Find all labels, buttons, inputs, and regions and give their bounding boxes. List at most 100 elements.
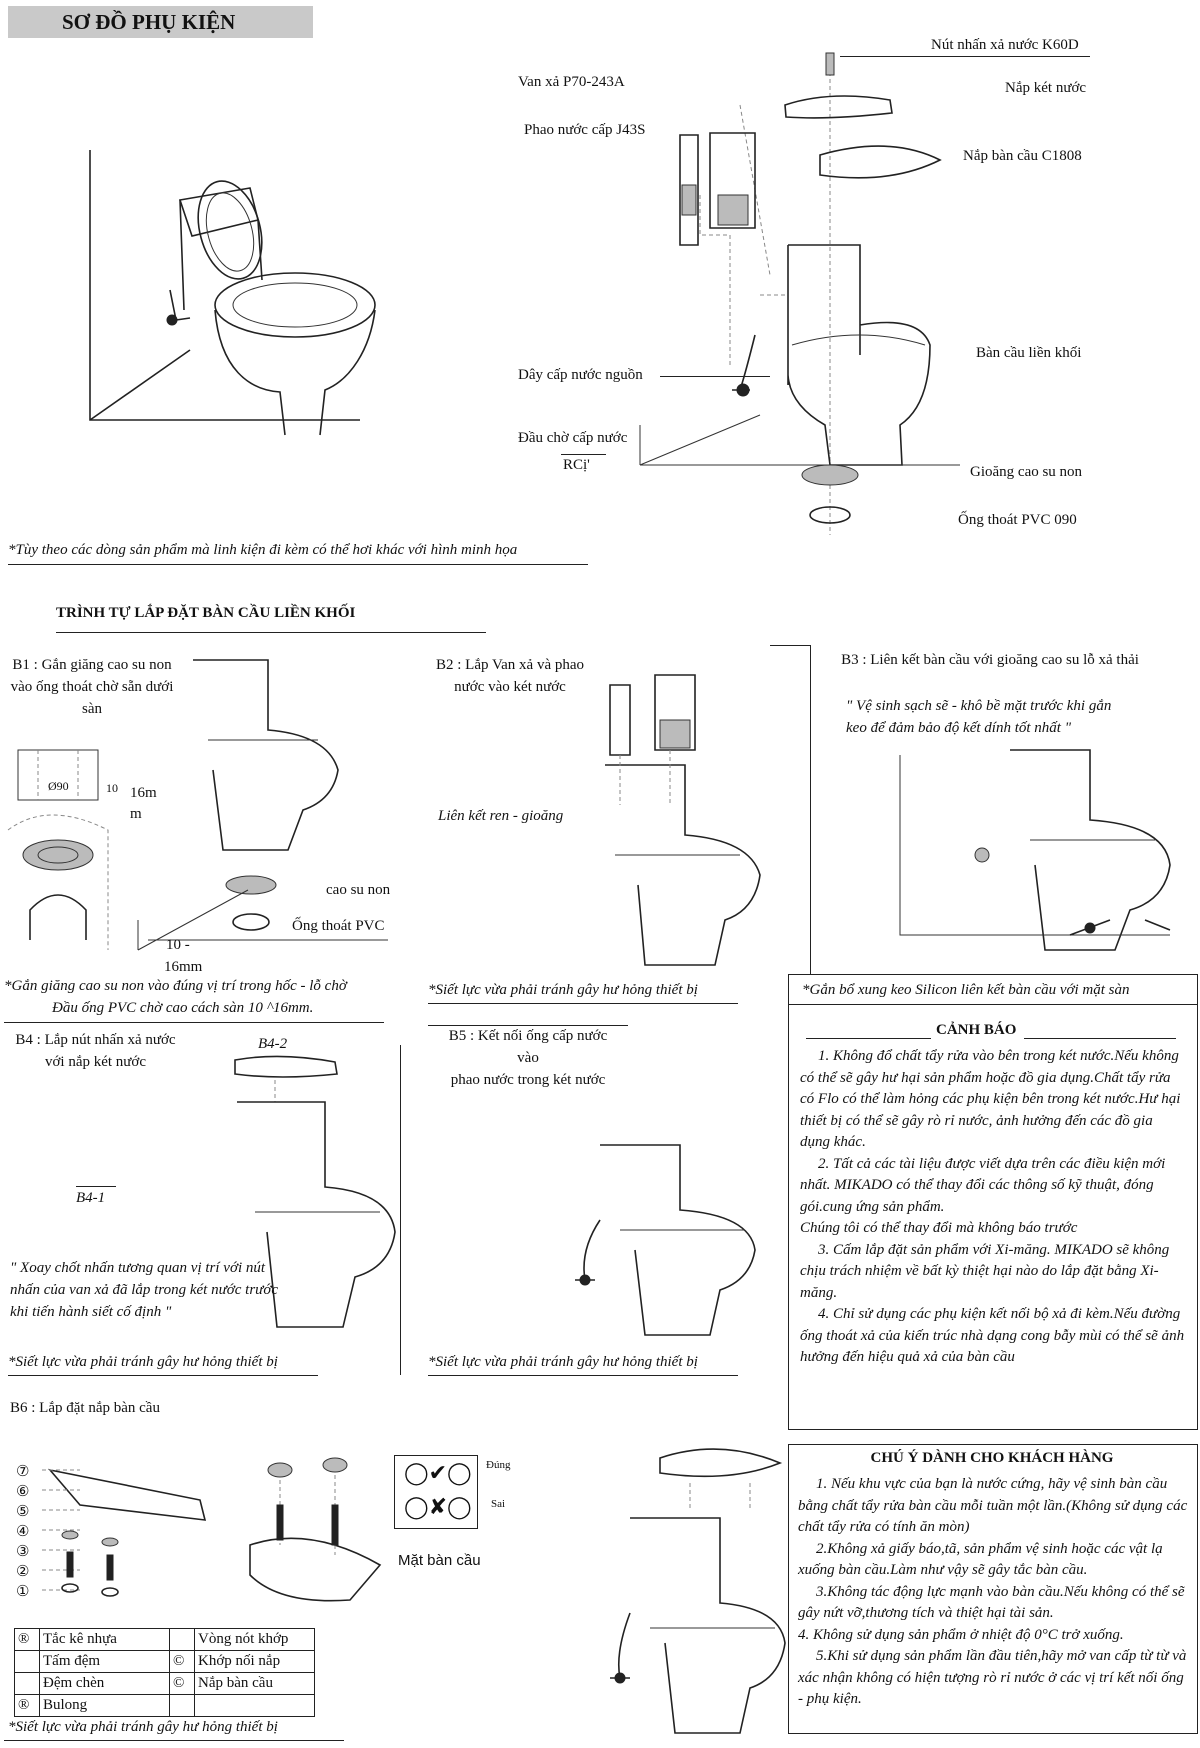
b6-markers: ⑦ ⑥ ⑤ ④ ③ ② ①	[16, 1462, 46, 1602]
b2-note: *Siết lực vừa phải tránh gây hư hỏng thi…	[428, 982, 698, 998]
table-cell: Vòng nót khớp	[194, 1628, 315, 1651]
divider	[400, 1045, 401, 1375]
b5-title-3: phao nước trong két nước	[450, 1072, 606, 1088]
b1-label-pipe: Ống thoát PVC	[292, 918, 385, 934]
b4-label-b4-2: B4-2	[258, 1036, 288, 1052]
b1-dim-10-16: 10 -	[166, 937, 190, 953]
correct-wrong-box	[394, 1455, 478, 1529]
marker-2: ②	[16, 1564, 30, 1580]
warning-item-3: Chúng tôi có thể thay đổi mà không báo t…	[800, 1220, 1078, 1236]
label-supply-hose: Dây cấp nước nguồn	[518, 367, 643, 383]
b6-label-wrong: Sai	[491, 1498, 506, 1510]
b1-dim-16mm-a: 16m	[130, 785, 157, 801]
divider	[56, 632, 486, 633]
customer-item-5: 5.Khi sử dụng sản phẩm lần đầu tiên,hãy …	[798, 1648, 1187, 1707]
warning-box	[788, 1004, 1198, 1430]
b4-note: *Siết lực vừa phải tránh gây hư hỏng thi…	[8, 1354, 278, 1370]
b3-note: *Gắn bổ xung keo Silicon liên kết bàn cầ…	[802, 982, 1130, 998]
b6-title: B6 : Lắp đặt nắp bàn cầu	[10, 1400, 160, 1416]
table-cell: Bulong	[39, 1694, 170, 1717]
warning-text: 1. Không đổ chất tẩy rửa vào bên trong k…	[800, 1046, 1185, 1369]
check-icon: ◯✔◯	[404, 1460, 472, 1485]
table-cell: Đệm chèn	[39, 1672, 170, 1695]
b1-dim-10: 10	[106, 781, 118, 795]
b6-label-surface: Mặt bàn cầu	[398, 1552, 481, 1569]
divider	[810, 645, 811, 975]
b5-illustration	[570, 1140, 760, 1340]
label-tank-lid: Nắp két nước	[1005, 80, 1087, 96]
marker-3: ③	[16, 1544, 30, 1560]
b2-title: B2 : Lắp Van xả và phao nước vào két nướ…	[435, 657, 585, 695]
customer-text: 1. Nếu khu vực của bạn là nước cứng, hãy…	[798, 1474, 1188, 1711]
b6-note: *Siết lực vừa phải tránh gây hư hỏng thi…	[8, 1719, 278, 1735]
b6-surface-illustration	[240, 1455, 390, 1605]
b3-note-box	[788, 974, 1198, 1005]
label-toilet-body: Bàn cầu liền khối	[976, 345, 1082, 361]
parts-footnote: *Tùy theo các dòng sản phẩm mà linh kiện…	[8, 542, 518, 558]
room-toilet-illustration	[80, 140, 380, 440]
divider	[1024, 1038, 1176, 1039]
table-cell	[14, 1650, 40, 1673]
customer-title: CHÚ Ý DÀNH CHO KHÁCH HÀNG	[870, 1450, 1114, 1466]
divider	[8, 1375, 318, 1376]
b1-note-1: *Gắn giăng cao su non vào đúng vị trí tr…	[4, 978, 347, 994]
exploded-parts-illustration	[640, 45, 970, 555]
label-pvc-pipe: Ống thoát PVC 090	[958, 512, 1077, 528]
table-cell: ®	[14, 1694, 40, 1717]
divider	[4, 1022, 384, 1023]
customer-item-1: 1. Nếu khu vực của bạn là nước cứng, hãy…	[798, 1476, 1188, 1535]
label-angle-valve: Đầu chờ cấp nước	[518, 430, 628, 446]
warning-title: CẢNH BÁO	[936, 1022, 1017, 1038]
label-rubber-gasket: Gioăng cao su non	[970, 464, 1083, 480]
table-cell: ©	[169, 1650, 195, 1673]
table-row: ® Bulong	[14, 1694, 315, 1717]
b6-toilet-illustration	[600, 1438, 790, 1738]
install-section-title: TRÌNH TỰ LẮP ĐẶT BÀN CẦU LIỀN KHỐI	[56, 605, 356, 621]
b4-label-b4-1: B4-1	[76, 1190, 106, 1206]
divider	[428, 1003, 738, 1004]
b4-quote: " Xoay chốt nhấn tương quan vị trí với n…	[10, 1260, 279, 1320]
customer-item-4: 4. Không sử dụng sản phẩm ở nhiệt độ 0°C…	[798, 1626, 1124, 1643]
leader-line	[840, 56, 1090, 57]
warning-item-5: 4. Chỉ sử dụng các phụ kiện kết nối bộ x…	[800, 1306, 1185, 1365]
customer-item-3: 3.Không tác động lực mạnh vào bàn cầu.Nế…	[798, 1583, 1185, 1622]
customer-box	[788, 1444, 1198, 1734]
b5-note: *Siết lực vừa phải tránh gây hư hỏng thi…	[428, 1354, 698, 1370]
b3-quote: " Vệ sinh sạch sẽ - khô bề mặt trước khi…	[846, 698, 1112, 736]
b1-dim-16mm-b: m	[130, 806, 142, 822]
marker-5: ⑤	[16, 1504, 30, 1520]
b1-note-2: Đầu ống PVC chờ cao cách sàn 10 ^16mm.	[52, 1000, 314, 1016]
label-fill-valve: Phao nước cấp J43S	[524, 122, 646, 138]
marker-4: ④	[16, 1524, 30, 1540]
table-cell: Tắc kê nhựa	[39, 1628, 170, 1651]
page-title: SƠ ĐỒ PHỤ KIỆN	[8, 6, 313, 38]
b1-illustration	[8, 650, 398, 960]
table-cell	[169, 1628, 195, 1651]
leader-line	[561, 454, 606, 455]
marker-6: ⑥	[16, 1484, 30, 1500]
b4-title: B4 : Lắp nút nhấn xả nước với nắp két nư…	[15, 1032, 176, 1070]
divider	[428, 1025, 628, 1026]
leader-line	[660, 376, 770, 377]
warning-item-1: 1. Không đổ chất tẩy rửa vào bên trong k…	[800, 1048, 1181, 1150]
divider	[806, 1038, 931, 1039]
b6-label-right: Đúng	[486, 1459, 511, 1471]
b1-dim-16mm-c: 16mm	[164, 959, 203, 975]
label-push-button: Nút nhấn xả nước K60D	[931, 37, 1079, 53]
table-cell: ©	[169, 1672, 195, 1695]
table-cell: ®	[14, 1628, 40, 1651]
b3-title: B3 : Liên kết bàn cầu với gioăng cao su …	[841, 652, 1139, 668]
b6-hinge-illustration	[40, 1460, 210, 1605]
leader-line	[76, 1186, 116, 1187]
marker-1: ①	[16, 1584, 30, 1600]
divider	[770, 645, 810, 646]
b1-title: B1 : Gắn giăng cao su non vào ống thoát …	[10, 657, 174, 717]
table-cell	[14, 1672, 40, 1695]
customer-item-2: 2.Không xả giấy báo,tã, sản phẩm vệ sinh…	[798, 1540, 1163, 1579]
warning-item-2: 2. Tất cả các tài liệu được viết dựa trê…	[800, 1155, 1166, 1215]
label-flush-valve: Van xả P70-243A	[518, 74, 625, 90]
table-cell: Khớp nối nắp	[194, 1650, 315, 1673]
b1-dim-o90: Ø90	[48, 779, 69, 793]
table-row: Đệm chèn © Nắp bàn cầu	[14, 1672, 315, 1695]
label-seat-cover: Nắp bàn cầu C1808	[963, 148, 1082, 164]
